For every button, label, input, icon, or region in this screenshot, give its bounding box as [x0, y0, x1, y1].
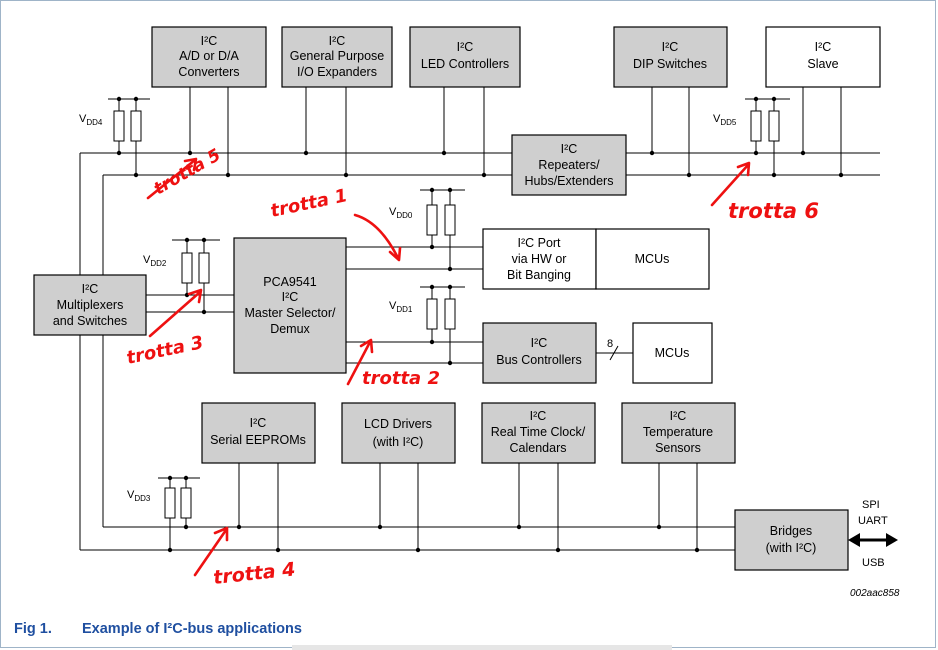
block-slave-line-1: Slave [807, 57, 838, 71]
interface-uart: UART [858, 515, 888, 527]
annotation-trotta-2: trotta 2 [346, 338, 440, 389]
bidirectional-arrow-icon [848, 533, 898, 547]
resistor-vdd0-b [444, 204, 456, 236]
resistor-vdd2-b [198, 252, 210, 284]
vdd5-label: VDD5 [713, 113, 737, 127]
interface-spi: SPI [862, 499, 880, 511]
block-bridges-line-1: Bridges [770, 524, 812, 538]
block-led-name: I²C [457, 40, 474, 54]
figure-number: Fig 1. [14, 621, 52, 637]
block-serial-eeproms: I²C Serial EEPROMs [201, 402, 316, 464]
block-mux-name: I²C [82, 282, 99, 296]
block-gpio-line-1: General Purpose [290, 49, 385, 63]
block-real-time-clock: I²C Real Time Clock/ Calendars [481, 402, 596, 464]
block-port-line-1: via HW or [512, 252, 567, 266]
block-lcd-drivers: LCD Drivers (with I²C) [341, 402, 456, 464]
block-repeaters: I²C Repeaters/ Hubs/Extenders [511, 134, 627, 196]
pull-up-resistors [113, 110, 780, 519]
block-gpio-name: I²C [329, 34, 346, 48]
block-temp-name: I²C [670, 409, 687, 423]
block-adc-name: I²C [201, 34, 218, 48]
block-lcd-line-2: (with I²C) [373, 435, 424, 449]
block-pca9541: PCA9541 I²C Master Selector/ Demux [233, 237, 347, 374]
block-mcus-busctl: MCUs [632, 322, 713, 384]
block-rtc-name: I²C [530, 409, 547, 423]
resistor-vdd4-a [113, 110, 125, 142]
block-adc: I²C A/D or D/A Converters [151, 26, 267, 88]
resistor-vdd5-b [768, 110, 780, 142]
resistor-vdd1-b [444, 298, 456, 330]
block-bridges-line-2: (with I²C) [766, 541, 817, 555]
block-slave: I²C Slave [765, 26, 881, 88]
block-rtc-line-2: Calendars [510, 441, 567, 455]
block-bus-controllers: I²C Bus Controllers [482, 322, 597, 384]
bus-width-label: 8 [607, 338, 613, 350]
resistor-vdd5-a [750, 110, 762, 142]
bus-width-slash [609, 345, 619, 361]
resistor-vdd0-a [426, 204, 438, 236]
block-pca-line-1: Master Selector/ [244, 306, 336, 320]
block-pca-model: PCA9541 [263, 275, 317, 289]
block-mcu1-label: MCUs [635, 252, 670, 266]
block-eeprom-line-1: Serial EEPROMs [210, 433, 306, 447]
block-temp-line-2: Sensors [655, 441, 701, 455]
block-mcu2-label: MCUs [655, 346, 690, 360]
block-port-name: I²C Port [517, 236, 561, 250]
block-port-line-2: Bit Banging [507, 268, 571, 282]
svg-text:trotta 3: trotta 3 [125, 332, 206, 369]
block-gpio-expanders: I²C General Purpose I/O Expanders [281, 26, 393, 88]
annotation-trotta-6: trotta 6 [710, 161, 819, 223]
block-gpio-line-2: I/O Expanders [297, 65, 377, 79]
block-slave-name: I²C [815, 40, 832, 54]
svg-text:trotta 1: trotta 1 [269, 185, 350, 222]
vdd3-label: VDD3 [127, 489, 151, 503]
block-repeaters-line-1: Repeaters/ [538, 158, 600, 172]
annotation-trotta-4: trotta 4 [193, 526, 296, 589]
interface-usb: USB [862, 557, 885, 569]
block-pca-name: I²C [282, 290, 299, 304]
block-led-controllers: I²C LED Controllers [409, 26, 521, 88]
figure-title: Example of I²C-bus applications [82, 621, 302, 637]
vdd1-label: VDD1 [389, 300, 413, 314]
block-mcus-port: MCUs [595, 228, 710, 290]
block-dip-line-1: DIP Switches [633, 57, 707, 71]
block-bridges: Bridges (with I²C) [734, 509, 849, 571]
block-repeaters-name: I²C [561, 142, 578, 156]
bottom-scroll-indicator [292, 645, 672, 650]
block-repeaters-line-2: Hubs/Extenders [525, 174, 614, 188]
block-busctl-name: I²C [531, 336, 548, 350]
resistor-vdd3-a [164, 487, 176, 519]
figure-caption: Fig 1. Example of I²C-bus applications [14, 621, 302, 637]
document-id: 002aac858 [850, 588, 900, 599]
block-dip-name: I²C [662, 40, 679, 54]
block-led-line-1: LED Controllers [421, 57, 509, 71]
vdd2-label: VDD2 [143, 254, 167, 268]
resistor-vdd4-b [130, 110, 142, 142]
block-dip-switches: I²C DIP Switches [613, 26, 728, 88]
block-temperature-sensors: I²C Temperature Sensors [621, 402, 736, 464]
svg-text:trotta 4: trotta 4 [212, 558, 296, 588]
svg-text:trotta 6: trotta 6 [728, 199, 819, 223]
vdd0-label: VDD0 [389, 206, 413, 220]
block-lcd-line-1: LCD Drivers [364, 417, 432, 431]
block-i2c-port: I²C Port via HW or Bit Banging [482, 228, 597, 290]
block-adc-line-1: A/D or D/A [179, 49, 239, 63]
block-eeprom-name: I²C [250, 416, 267, 430]
block-mux-line-1: Multiplexers [57, 298, 124, 312]
block-pca-line-2: Demux [270, 322, 310, 336]
svg-text:trotta 2: trotta 2 [362, 368, 440, 389]
resistor-vdd1-a [426, 298, 438, 330]
junction-dots [116, 96, 844, 553]
resistor-vdd3-b [180, 487, 192, 519]
block-adc-line-2: Converters [178, 65, 239, 79]
resistor-vdd2-a [181, 252, 193, 284]
vdd4-label: VDD4 [79, 113, 103, 127]
block-mux-line-2: and Switches [53, 314, 127, 328]
block-busctl-line-1: Bus Controllers [496, 353, 581, 367]
block-rtc-line-1: Real Time Clock/ [491, 425, 586, 439]
block-temp-line-1: Temperature [643, 425, 713, 439]
block-multiplexers: I²C Multiplexers and Switches [33, 274, 147, 336]
